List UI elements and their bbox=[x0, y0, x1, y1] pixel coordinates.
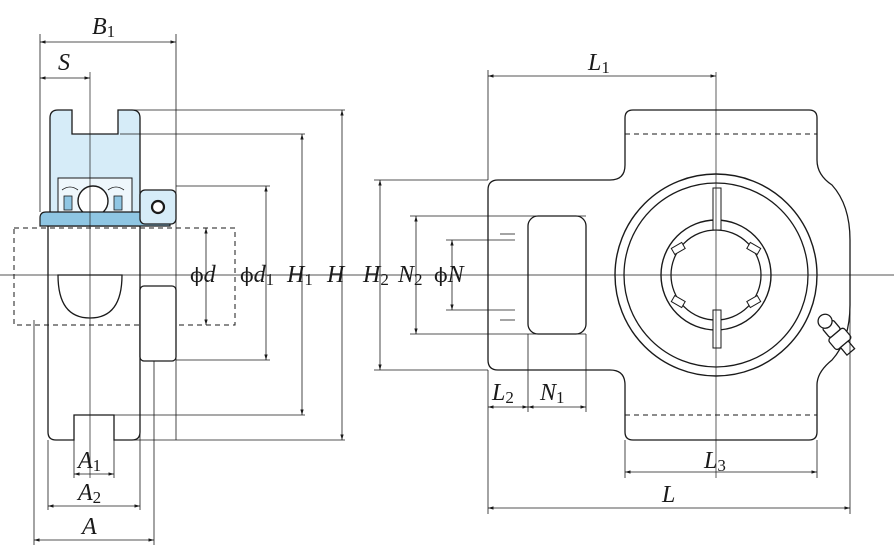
set-screw-icon bbox=[150, 199, 166, 215]
label-h1: H1 bbox=[286, 262, 313, 289]
label-l2: L2 bbox=[491, 380, 514, 407]
grease-nipple-icon bbox=[817, 313, 856, 357]
label-n2: N2 bbox=[397, 262, 423, 289]
side-rib bbox=[139, 285, 177, 362]
label-b1: B1 bbox=[92, 14, 115, 41]
label-d1: ϕd1 bbox=[240, 262, 274, 289]
label-s: S bbox=[58, 50, 70, 76]
label-h2: H2 bbox=[362, 262, 389, 289]
label-n1: N1 bbox=[539, 380, 565, 407]
label-n: ϕN bbox=[434, 262, 466, 288]
dimension-labels: B1 S L1 ϕd ϕd1 H1 H H2 N2 ϕN L2 N1 L3 L … bbox=[58, 14, 726, 540]
front-view bbox=[480, 72, 894, 478]
front-dimensions bbox=[374, 70, 851, 514]
label-a2: A2 bbox=[76, 480, 101, 507]
side-view bbox=[0, 72, 480, 478]
label-l1: L1 bbox=[587, 50, 610, 77]
side-housing-body bbox=[47, 225, 141, 441]
shaft-outline bbox=[13, 227, 236, 326]
label-l3: L3 bbox=[703, 448, 726, 475]
side-dimensions bbox=[33, 34, 345, 545]
label-l: L bbox=[661, 482, 675, 508]
label-h: H bbox=[326, 262, 346, 288]
label-d: ϕd bbox=[190, 262, 217, 288]
label-a: A bbox=[80, 514, 97, 540]
label-a1: A1 bbox=[76, 448, 101, 475]
